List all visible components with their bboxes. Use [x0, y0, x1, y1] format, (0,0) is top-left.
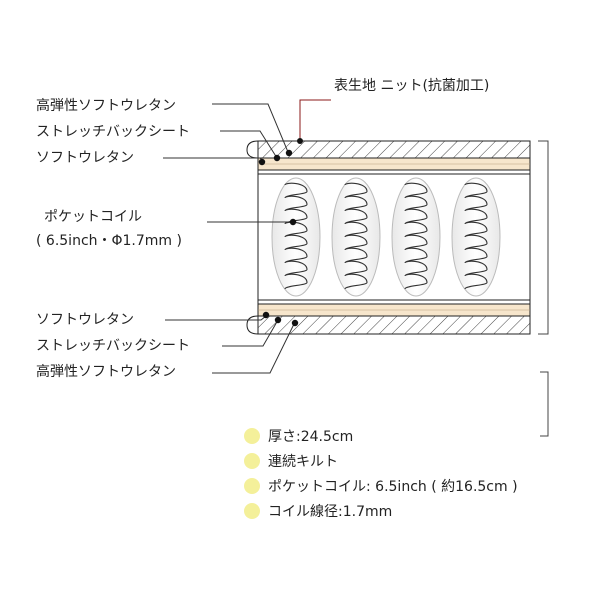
- top-left-edge: [246, 140, 259, 159]
- pocket-coil: [451, 177, 501, 297]
- label-top-soft-urethane: ソフトウレタン: [36, 150, 134, 166]
- spec-item-wire-gauge: コイル線径:1.7mm: [244, 501, 392, 521]
- pocket-coil: [391, 177, 441, 297]
- bullet-icon: [244, 453, 260, 469]
- pocket-coil-unit: [257, 174, 531, 300]
- dimension-bracket: [538, 140, 549, 437]
- top-layers: [257, 140, 531, 175]
- bottom-quilt-layer: [257, 315, 531, 335]
- bottom-left-edge: [246, 315, 259, 335]
- label-coil-line1: ポケットコイル: [44, 209, 142, 225]
- spec-text: 厚さ:24.5cm: [268, 429, 354, 445]
- spec-item-pocket-coil: ポケットコイル: 6.5inch ( 約16.5cm ): [244, 476, 518, 496]
- top-backsheet-layer: [257, 169, 531, 175]
- bottom-backsheet-layer: [257, 299, 531, 305]
- label-top-stretch-back: ストレッチバックシート: [36, 124, 190, 140]
- bullet-icon: [244, 478, 260, 494]
- bullet-icon: [244, 503, 260, 519]
- pocket-coil: [331, 177, 381, 297]
- label-coil-line2: ( 6.5inch・Φ1.7mm ): [36, 233, 182, 249]
- label-bottom-high-resilience: 高弾性ソフトウレタン: [36, 363, 176, 380]
- spec-item-thickness: 厚さ:24.5cm: [244, 426, 353, 446]
- spec-text: 連続キルト: [268, 454, 338, 470]
- label-top-high-resilience: 高弾性ソフトウレタン: [36, 97, 176, 114]
- bullet-icon: [244, 428, 260, 444]
- label-bottom-soft-urethane: ソフトウレタン: [36, 312, 134, 328]
- spec-text: ポケットコイル: 6.5inch ( 約16.5cm ): [268, 479, 518, 495]
- label-top-fabric: 表生地 ニット(抗菌加工): [334, 78, 489, 94]
- label-bottom-stretch-back: ストレッチバックシート: [36, 338, 190, 354]
- spec-item-quilt: 連続キルト: [244, 451, 338, 471]
- pocket-coil: [271, 177, 321, 297]
- spec-text: コイル線径:1.7mm: [268, 504, 393, 520]
- leader-dots: [258, 138, 303, 327]
- bottom-layers: [257, 299, 531, 335]
